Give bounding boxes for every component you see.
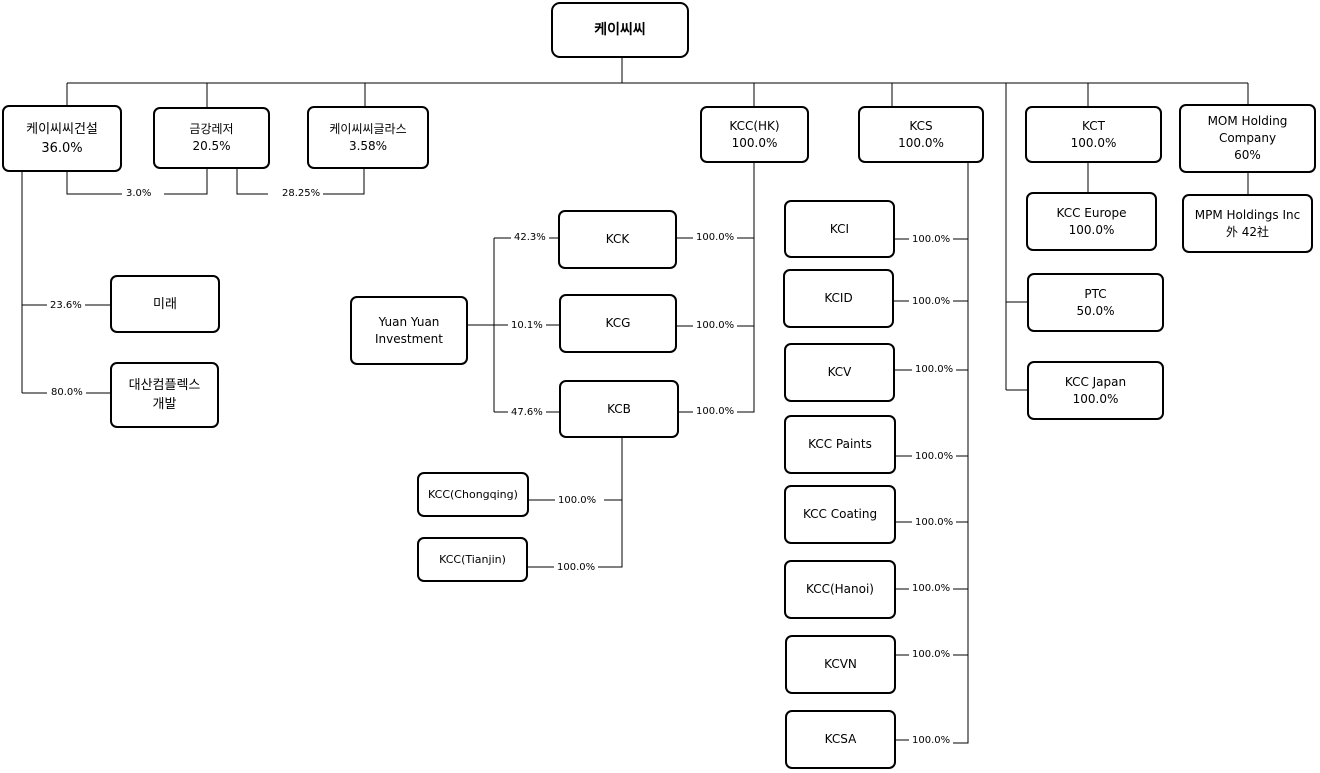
- yuan-yuan-node: Yuan Yuan Investment: [350, 296, 468, 365]
- kcb-node: KCB: [559, 380, 679, 438]
- kct-pct: 100.0%: [1070, 135, 1117, 150]
- kcc-coating-node: KCC Coating: [784, 485, 896, 544]
- kcc-hk-node: KCC(HK) 100.0%: [700, 106, 809, 163]
- kcv-name: KCV: [827, 365, 852, 379]
- daesan-node: 대산컴플렉스 개발: [110, 362, 219, 428]
- pct-kcsa: 100.0%: [909, 735, 954, 747]
- kcc-europe-pct: 100.0%: [1068, 222, 1115, 237]
- kcc-japan-node: KCC Japan 100.0%: [1027, 361, 1164, 420]
- pct-kcb-hk: 100.0%: [693, 406, 738, 418]
- kcid-name: KCID: [824, 291, 853, 305]
- kcvn-node: KCVN: [785, 635, 896, 694]
- geumgang-pct: 20.5%: [192, 139, 231, 153]
- kcc-construction-pct: 36.0%: [41, 140, 83, 156]
- pct-kcg-hk: 100.0%: [693, 320, 738, 332]
- pct-kcid: 100.0%: [909, 296, 954, 308]
- mpm-holdings-name-line1: MPM Holdings Inc: [1194, 207, 1301, 222]
- kck-node: KCK: [558, 210, 677, 269]
- pct-kcb-yuan: 47.6%: [508, 407, 546, 419]
- kci-name: KCI: [829, 221, 850, 236]
- pct-mirae: 23.6%: [47, 300, 85, 312]
- kcsa-name: KCSA: [824, 732, 857, 746]
- kcc-paints-name: KCC Paints: [808, 437, 872, 451]
- kcv-node: KCV: [784, 343, 895, 402]
- kcc-europe-name: KCC Europe: [1056, 205, 1127, 220]
- mom-holding-name-line2: Company: [1218, 131, 1277, 145]
- pct-daesan: 80.0%: [48, 387, 86, 399]
- pct-construction-geumgang: 3.0%: [123, 188, 155, 200]
- kcc-glass-node: 케이씨씨글라스 3.58%: [307, 106, 429, 169]
- kcc-europe-node: KCC Europe 100.0%: [1026, 192, 1157, 251]
- kcc-hk-pct: 100.0%: [731, 135, 778, 150]
- kcvn-name: KCVN: [824, 657, 857, 671]
- kcc-glass-pct: 3.58%: [348, 138, 388, 153]
- kcc-paints-node: KCC Paints: [784, 415, 896, 474]
- yuan-yuan-name-line1: Yuan Yuan: [378, 314, 440, 329]
- pct-tianjin: 100.0%: [554, 562, 599, 574]
- ptc-pct: 50.0%: [1076, 303, 1115, 318]
- ptc-node: PTC 50.0%: [1027, 273, 1164, 332]
- kcc-tianjin-node: KCC(Tianjin): [417, 537, 528, 582]
- kcc-hk-name: KCC(HK): [729, 118, 780, 133]
- kcc-japan-pct: 100.0%: [1072, 391, 1119, 406]
- pct-kcc-coating: 100.0%: [912, 517, 957, 529]
- pct-kcc-paints: 100.0%: [912, 451, 957, 463]
- pct-kcg-yuan: 10.1%: [508, 320, 546, 332]
- kct-name: KCT: [1082, 118, 1105, 133]
- kcc-construction-node: 케이씨씨건설 36.0%: [2, 105, 122, 172]
- kcc-chongqing-node: KCC(Chongqing): [417, 472, 529, 517]
- daesan-name-line2: 개발: [152, 397, 177, 412]
- kcb-name: KCB: [607, 401, 631, 416]
- kck-name: KCK: [605, 232, 630, 246]
- kcg-node: KCG: [559, 294, 677, 353]
- geumgang-name: 금강레저: [189, 122, 234, 136]
- kcs-pct: 100.0%: [898, 135, 944, 150]
- kci-node: KCI: [784, 200, 895, 258]
- ptc-name: PTC: [1084, 286, 1107, 301]
- mpm-holdings-name-line2: 外 42社: [1225, 224, 1270, 239]
- kcc-hanoi-node: KCC(Hanoi): [784, 560, 896, 619]
- kcc-coating-name: KCC Coating: [802, 507, 878, 521]
- mom-holding-name-line1: MOM Holding: [1207, 114, 1288, 128]
- kcg-name: KCG: [605, 316, 631, 330]
- kcc-chongqing-name: KCC(Chongqing): [428, 488, 518, 501]
- pct-geumgang-glass: 28.25%: [279, 188, 324, 200]
- pct-kcvn: 100.0%: [909, 649, 954, 661]
- mpm-holdings-node: MPM Holdings Inc 外 42社: [1182, 194, 1313, 253]
- pct-chongqing: 100.0%: [555, 495, 600, 507]
- pct-kck-yuan: 42.3%: [511, 232, 549, 244]
- kcc-hanoi-name: KCC(Hanoi): [806, 582, 874, 596]
- root-company-node: 케이씨씨: [551, 2, 689, 58]
- kct-node: KCT 100.0%: [1025, 106, 1162, 163]
- root-company-name: 케이씨씨: [594, 21, 646, 38]
- mirae-name: 미래: [153, 296, 177, 312]
- mom-holding-node: MOM Holding Company 60%: [1179, 104, 1316, 173]
- kcc-japan-name: KCC Japan: [1064, 374, 1127, 389]
- kcc-glass-name: 케이씨씨글라스: [329, 121, 407, 136]
- geumgang-node: 금강레저 20.5%: [153, 107, 270, 169]
- pct-kci: 100.0%: [909, 234, 954, 246]
- kcsa-node: KCSA: [785, 710, 896, 769]
- kcid-node: KCID: [783, 269, 894, 328]
- kcs-name: KCS: [909, 118, 933, 133]
- mom-holding-pct: 60%: [1234, 148, 1261, 162]
- pct-kcv: 100.0%: [912, 364, 957, 376]
- mirae-node: 미래: [110, 275, 220, 333]
- pct-kck-hk: 100.0%: [693, 232, 738, 244]
- yuan-yuan-name-line2: Investment: [375, 331, 443, 346]
- kcc-tianjin-name: KCC(Tianjin): [439, 553, 506, 566]
- kcs-node: KCS 100.0%: [858, 106, 984, 163]
- pct-kcc-hanoi: 100.0%: [909, 583, 954, 595]
- daesan-name-line1: 대산컴플렉스: [128, 378, 201, 393]
- kcc-construction-name: 케이씨씨건설: [26, 121, 98, 137]
